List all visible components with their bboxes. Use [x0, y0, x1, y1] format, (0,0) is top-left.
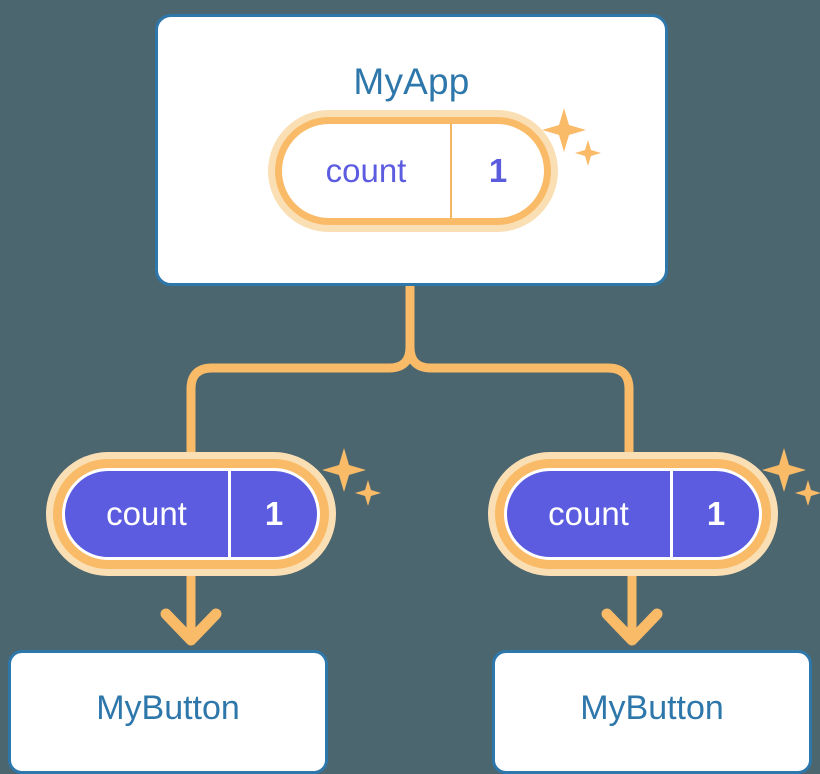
state-pill-value: 1: [264, 495, 284, 532]
connector-branch-right: [405, 346, 634, 452]
state-pill-name: count: [282, 124, 452, 218]
state-pill-left[interactable]: count 1: [62, 468, 320, 560]
state-pill-myapp[interactable]: count 1: [282, 124, 544, 218]
component-title-mybutton: MyButton: [96, 689, 240, 727]
state-pill-right[interactable]: count 1: [504, 468, 762, 560]
sparkle-icon-small: [355, 480, 381, 506]
state-pill-name: count: [507, 471, 673, 557]
component-box-mybutton-right[interactable]: MyButton: [492, 650, 812, 774]
state-pill-name: count: [65, 471, 231, 557]
component-title-myapp: MyApp: [353, 61, 470, 102]
state-pill-value: 1: [706, 495, 726, 532]
component-box-mybutton-left[interactable]: MyButton: [8, 650, 328, 774]
state-pill-value: 1: [488, 152, 508, 189]
connector-branch-left: [186, 346, 415, 452]
arrow-down-icon-right: [601, 576, 663, 646]
component-title-mybutton: MyButton: [580, 689, 724, 727]
sparkle-icon-small: [795, 480, 820, 506]
arrow-down-icon-left: [160, 576, 222, 646]
